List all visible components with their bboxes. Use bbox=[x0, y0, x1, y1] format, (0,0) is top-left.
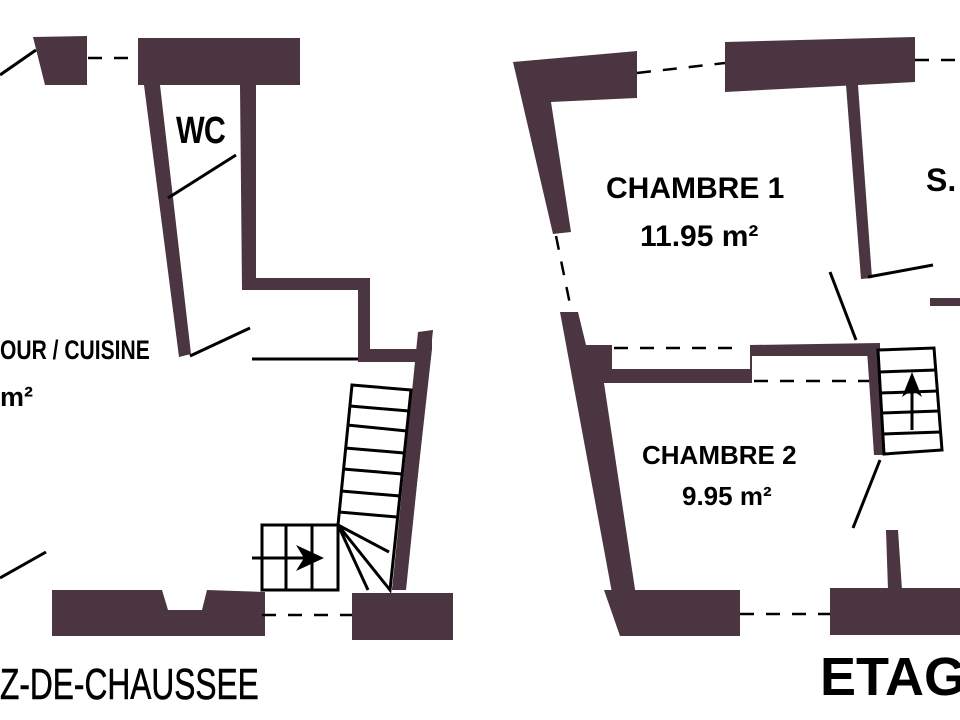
wall bbox=[392, 330, 433, 590]
wall bbox=[513, 51, 637, 234]
wall bbox=[930, 298, 960, 306]
wc-wall bbox=[144, 85, 191, 357]
wall bbox=[138, 38, 300, 85]
room-label-sejour-cuisine: OUR / CUISINE bbox=[0, 335, 150, 365]
wc-door bbox=[167, 153, 237, 200]
floor-title-upper: ETAG bbox=[820, 647, 960, 707]
front-wall bbox=[604, 590, 740, 636]
staircase bbox=[876, 346, 944, 456]
ground-floor-plan bbox=[0, 36, 453, 640]
bathroom-door bbox=[867, 263, 934, 279]
wall bbox=[352, 593, 453, 640]
front-wall bbox=[52, 590, 265, 636]
door-swing bbox=[189, 326, 251, 358]
wall bbox=[830, 588, 960, 635]
arrow-icon bbox=[296, 545, 324, 571]
arrow-icon bbox=[902, 372, 922, 397]
floor-title-ground: Z-DE-CHAUSSEE bbox=[0, 660, 259, 710]
window bbox=[554, 235, 574, 315]
door-swing bbox=[851, 459, 882, 529]
bathroom-wall bbox=[846, 85, 872, 279]
room-area-chambre-2: 9.95 m² bbox=[682, 481, 772, 511]
door-swing bbox=[0, 550, 47, 580]
room-area-sejour-cuisine: m² bbox=[0, 382, 33, 412]
window bbox=[636, 61, 726, 75]
chambre-2-wall bbox=[560, 312, 880, 636]
wall bbox=[725, 37, 915, 92]
upper-floor-plan bbox=[513, 37, 960, 636]
wall bbox=[33, 36, 87, 85]
door-swing bbox=[828, 271, 858, 341]
wall bbox=[886, 530, 902, 590]
staircase bbox=[252, 383, 413, 594]
room-area-chambre-1: 11.95 m² bbox=[640, 220, 759, 253]
door-swing bbox=[0, 48, 37, 77]
room-label-bathroom: S. bbox=[926, 162, 957, 198]
room-label-chambre-1: CHAMBRE 1 bbox=[606, 172, 785, 205]
room-label-chambre-2: CHAMBRE 2 bbox=[642, 440, 797, 470]
room-label-wc: WC bbox=[176, 110, 226, 152]
